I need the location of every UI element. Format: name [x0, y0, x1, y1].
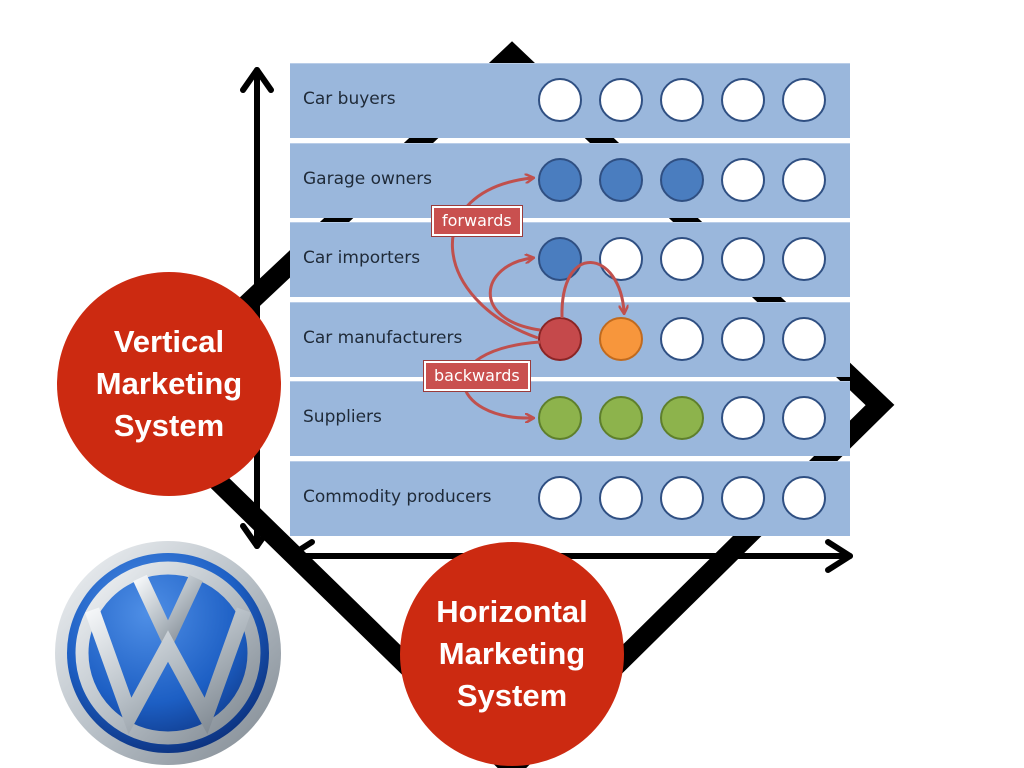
- row-circle: [721, 317, 765, 361]
- row-label: Suppliers: [303, 407, 382, 427]
- row-circle: [599, 158, 643, 202]
- arrow-manufacturer-to-orange: [560, 261, 624, 319]
- backwards-tag: backwards: [424, 361, 530, 391]
- row-circle: [721, 476, 765, 520]
- bubble-line: Marketing: [438, 636, 586, 671]
- row-circle: [599, 78, 643, 122]
- bubble-line: Marketing: [95, 366, 243, 401]
- bubble-line: Horizontal: [436, 594, 588, 629]
- row-circle: [538, 317, 582, 361]
- row-circle: [782, 476, 826, 520]
- row-circle: [782, 396, 826, 440]
- vertical-marketing-system-bubble: Vertical Marketing System: [57, 272, 281, 496]
- row-circle: [660, 78, 704, 122]
- row-circle: [538, 158, 582, 202]
- row-circle: [660, 158, 704, 202]
- arrow-manufacturer-to-importer: [488, 258, 541, 332]
- row-circle: [660, 237, 704, 281]
- bubble-line: System: [456, 678, 568, 713]
- row-circle: [660, 317, 704, 361]
- row-label: Car buyers: [303, 89, 396, 109]
- row-label: Car manufacturers: [303, 328, 463, 348]
- vw-logo-icon: [55, 541, 281, 765]
- row-circle: [599, 396, 643, 440]
- horizontal-marketing-system-bubble: Horizontal Marketing System: [400, 542, 624, 766]
- row-car-buyers: Car buyers: [290, 63, 850, 138]
- row-circle: [599, 237, 643, 281]
- row-circle: [538, 237, 582, 281]
- row-circle: [599, 317, 643, 361]
- row-circle: [782, 78, 826, 122]
- bubble-line: Vertical: [113, 324, 225, 359]
- row-circle: [721, 396, 765, 440]
- row-circle: [660, 396, 704, 440]
- row-garage-owners: Garage owners: [290, 143, 850, 218]
- row-circle: [782, 317, 826, 361]
- row-car-manufacturers: Car manufacturers: [290, 302, 850, 377]
- row-circle: [721, 158, 765, 202]
- row-circle: [599, 476, 643, 520]
- row-suppliers: Suppliers: [290, 381, 850, 456]
- row-circle: [721, 237, 765, 281]
- arrow-manufacturer-to-garage: [450, 178, 539, 340]
- row-label: Car importers: [303, 248, 421, 268]
- row-label: Commodity producers: [303, 487, 492, 507]
- row-circle: [538, 476, 582, 520]
- row-circle: [721, 78, 765, 122]
- row-circle: [782, 237, 826, 281]
- row-circle: [782, 158, 826, 202]
- row-circle: [538, 78, 582, 122]
- row-circle: [538, 396, 582, 440]
- row-label: Garage owners: [303, 169, 433, 189]
- row-car-importers: Car importers: [290, 222, 850, 297]
- row-circle: [660, 476, 704, 520]
- bubble-line: System: [113, 408, 225, 443]
- row-commodity-producers: Commodity producers: [290, 461, 850, 536]
- forwards-tag: forwards: [432, 206, 522, 236]
